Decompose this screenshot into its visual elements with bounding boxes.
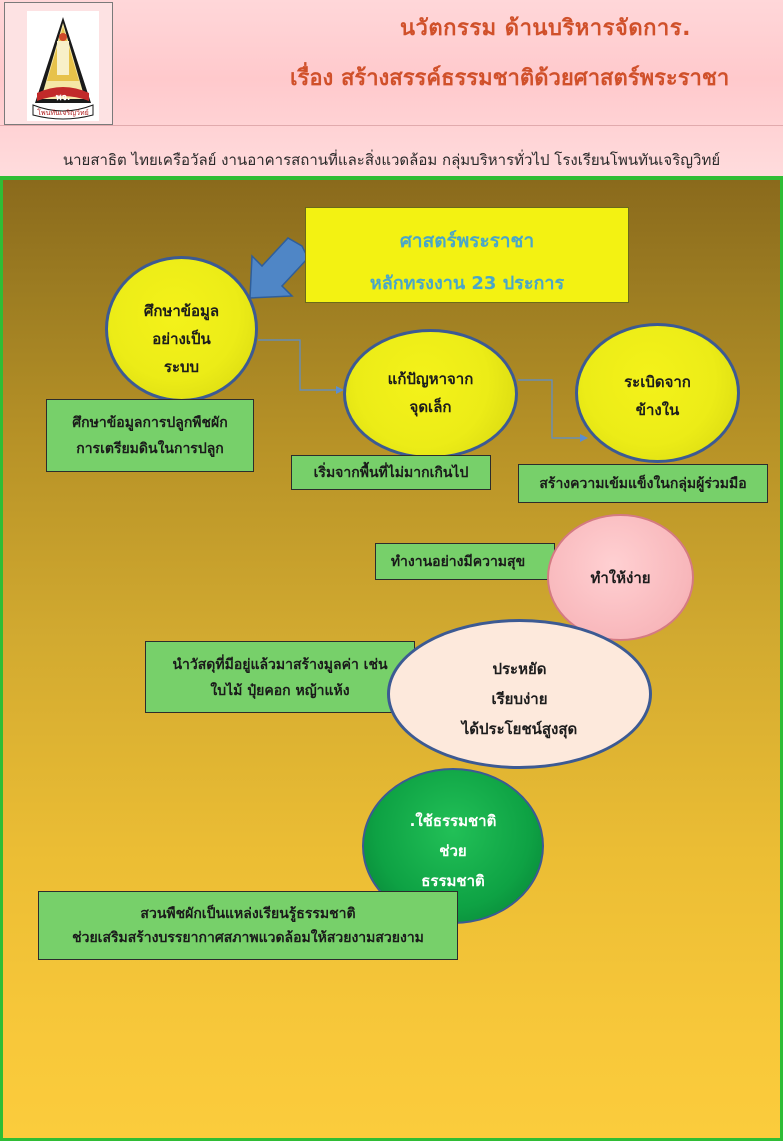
royal-science-title-box: ศาสตร์พระราชา หลักทรงงาน 23 ประการ	[305, 207, 629, 303]
node-make-it-simple: ทำให้ง่าย	[547, 514, 694, 641]
node-label: ได้ประโยชน์สูงสุด	[461, 720, 578, 738]
author-credit: นายสาธิต ไทยเครือวัลย์ งานอาคารสถานที่แล…	[62, 151, 721, 169]
box-label: สวนพืชผักเป็นแหล่งเรียนรู้ธรรมชาติ	[140, 906, 356, 922]
box-study-data: ศึกษาข้อมูลการปลูกพืชผัก การเตรียมดินในก…	[46, 399, 254, 472]
title-box-line1: ศาสตร์พระราชา	[399, 230, 535, 252]
node-label: ระบบ	[163, 358, 200, 376]
title-box-line2: หลักทรงงาน 23 ประการ	[369, 273, 565, 294]
box-label: การเตรียมดินในการปลูก	[76, 441, 224, 457]
box-label: เริ่มจากพื้นที่ไม่มากเกินไป	[313, 465, 469, 481]
svg-text:โพนทันเจริญวิทย์: โพนทันเจริญวิทย์	[37, 108, 88, 117]
node-label: เรียบง่าย	[491, 690, 548, 708]
box-reuse-materials: นำวัสดุที่มีอยู่แล้วมาสร้างมูลค่า เช่น ใ…	[145, 641, 415, 713]
node-nature-helps-nature: .ใช้ธรรมชาติ ช่วย ธรรมชาติ	[362, 768, 544, 924]
node-label: ธรรมชาติ	[421, 872, 485, 890]
school-seal-icon: พจ. โพนทันเจริญวิทย์	[32, 17, 94, 120]
node-label: อย่างเป็น	[152, 330, 211, 348]
topic-title: เรื่อง สร้างสรรค์ธรรมชาติด้วยศาสตร์พระรา…	[290, 66, 730, 91]
svg-text:พจ.: พจ.	[56, 93, 71, 103]
node-label: ศึกษาข้อมูล	[143, 302, 220, 320]
box-label: ทำงานอย่างมีความสุข	[390, 554, 526, 570]
node-explode-from-inside: ระเบิดจาก ข้างใน	[575, 323, 740, 463]
node-label: จุดเล็ก	[409, 398, 452, 416]
box-start-small-area: เริ่มจากพื้นที่ไม่มากเกินไป	[291, 455, 491, 490]
node-economical-simple: ประหยัด เรียบง่าย ได้ประโยชน์สูงสุด	[387, 619, 652, 769]
box-label: สร้างความเข้มแข็งในกลุ่มผู้ร่วมมือ	[539, 476, 747, 492]
box-label: ศึกษาข้อมูลการปลูกพืชผัก	[72, 415, 228, 431]
page-header: พจ. โพนทันเจริญวิทย์ นวัตกรรม ด้านบริหาร…	[0, 0, 783, 176]
box-label: ใบไม้ ปุ๋ยคอก หญ้าแห้ง	[210, 683, 350, 699]
box-label: นำวัสดุที่มีอยู่แล้วมาสร้างมูลค่า เช่น	[172, 657, 388, 673]
node-label: แก้ปัญหาจาก	[387, 370, 474, 388]
box-garden-learning: สวนพืชผักเป็นแหล่งเรียนรู้ธรรมชาติ ช่วยเ…	[38, 891, 458, 960]
box-strengthen-group: สร้างความเข้มแข็งในกลุ่มผู้ร่วมมือ	[518, 464, 768, 503]
node-label: ช่วย	[439, 842, 467, 860]
node-study-systematically: ศึกษาข้อมูล อย่างเป็น ระบบ	[105, 256, 258, 402]
box-work-happily: ทำงานอย่างมีความสุข	[375, 543, 555, 580]
node-solve-from-small: แก้ปัญหาจาก จุดเล็ก	[343, 329, 518, 459]
header-divider	[0, 125, 783, 126]
node-label: ข้างใน	[635, 401, 680, 419]
school-logo-frame: พจ. โพนทันเจริญวิทย์	[4, 2, 113, 125]
box-label: ช่วยเสริมสร้างบรรยากาศสภาพแวดล้อมให้สวยง…	[72, 930, 424, 946]
node-label: ทำให้ง่าย	[590, 569, 651, 587]
node-label: .ใช้ธรรมชาติ	[409, 812, 497, 830]
school-logo: พจ. โพนทันเจริญวิทย์	[27, 11, 99, 121]
innovation-title: นวัตกรรม ด้านบริหารจัดการ.	[400, 16, 691, 41]
node-label: ระเบิดจาก	[624, 373, 691, 391]
node-label: ประหยัด	[492, 660, 547, 678]
